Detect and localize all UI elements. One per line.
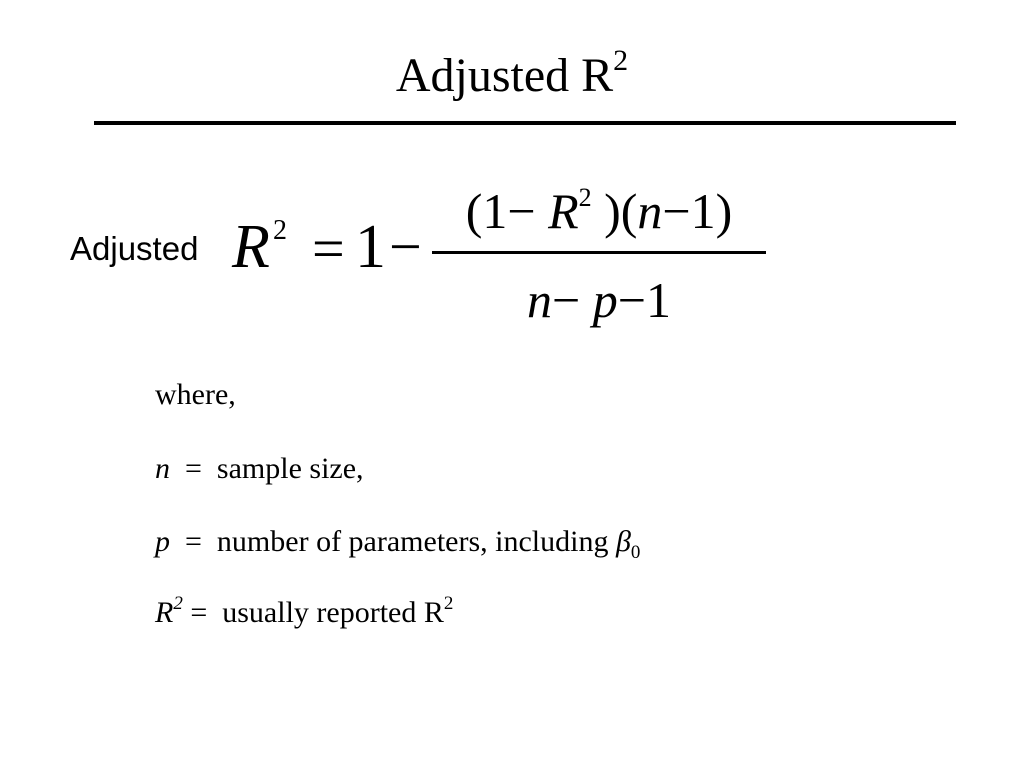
definition-equals: = — [190, 596, 208, 629]
denominator-var-p: p — [592, 272, 618, 328]
slide-title-text: Adjusted R — [395, 49, 614, 102]
slide-title: Adjusted R2 — [0, 46, 1024, 102]
formula-one: 1 — [355, 213, 386, 281]
numerator-open: (1 — [465, 183, 508, 239]
formula-lhs-variable: R — [232, 213, 270, 281]
denominator-one: 1 — [645, 272, 671, 328]
denominator-minus-1: − — [552, 272, 581, 328]
formula-lhs-superscript: 2 — [273, 215, 287, 246]
definition-text: usually reported R — [222, 596, 444, 629]
numerator-superscript: 2 — [578, 183, 592, 212]
formula-label: Adjusted — [70, 230, 199, 267]
fraction-bar — [432, 251, 766, 254]
definition-equals: = — [185, 452, 202, 485]
denominator-var-n: n — [527, 272, 553, 328]
slide-title-superscript: 2 — [613, 44, 629, 77]
definition-symbol: p — [155, 525, 170, 558]
denominator-minus-2: − — [617, 272, 646, 328]
numerator-var-n: n — [637, 183, 663, 239]
fraction-numerator: (1− R2 )(n−1) — [432, 183, 766, 239]
numerator-minus-2: − — [662, 183, 691, 239]
definition-text: sample size, — [216, 452, 364, 485]
numerator-parens: )( — [604, 183, 638, 239]
definition-r2: R2 = usually reported R2 — [155, 594, 453, 629]
definitions-intro: where, — [155, 378, 236, 411]
definition-text: number of parameters, including — [216, 525, 616, 558]
definition-n: n = sample size, — [155, 454, 364, 484]
definition-symbol: n — [155, 452, 170, 485]
definition-text-superscript: 2 — [443, 593, 454, 614]
definition-beta-subscript: 0 — [630, 542, 641, 563]
title-divider — [94, 121, 956, 125]
numerator-minus-1: − — [507, 183, 536, 239]
formula-equals-sign: = — [312, 216, 345, 281]
definition-symbol: R — [155, 596, 174, 629]
definition-equals: = — [185, 525, 202, 558]
numerator-end: 1) — [690, 183, 733, 239]
definition-p: p = number of parameters, including β0 — [155, 525, 640, 563]
definition-symbol-superscript: 2 — [173, 593, 183, 614]
formula-minus-sign: − — [389, 214, 422, 279]
fraction-denominator: n− p−1 — [432, 275, 766, 325]
definition-beta-symbol: β — [615, 525, 631, 558]
numerator-var-r: R — [548, 183, 579, 239]
